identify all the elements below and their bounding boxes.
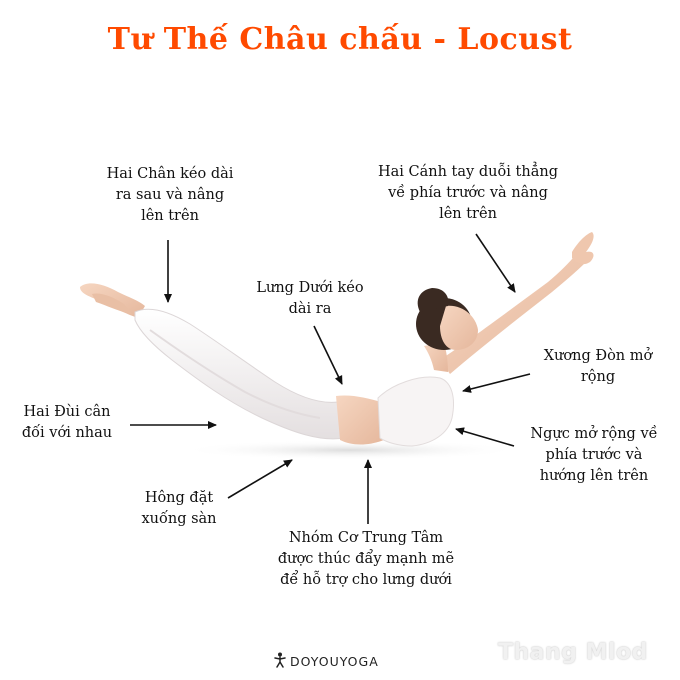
arms	[440, 232, 594, 374]
brand-logo: DOYOUYOGA	[274, 652, 379, 669]
annotation-arrows	[130, 233, 531, 524]
legs	[134, 308, 347, 440]
arrow-lower-back	[313, 325, 343, 385]
yoga-figure-icon	[274, 652, 286, 668]
midriff	[336, 395, 384, 445]
head	[416, 288, 478, 372]
floor-shadow	[180, 440, 520, 460]
sports-top	[377, 376, 454, 447]
arrow-chest	[455, 427, 515, 447]
arrow-hips	[227, 459, 293, 499]
brand-name: DOYOUYOGA	[290, 654, 379, 669]
arrow-arms	[475, 233, 516, 293]
watermark: Thang Mlod	[498, 640, 648, 665]
feet	[80, 283, 145, 318]
arrow-collarbone	[462, 373, 531, 393]
page-title: Tư Thế Châu chấu - Locust	[107, 22, 573, 57]
